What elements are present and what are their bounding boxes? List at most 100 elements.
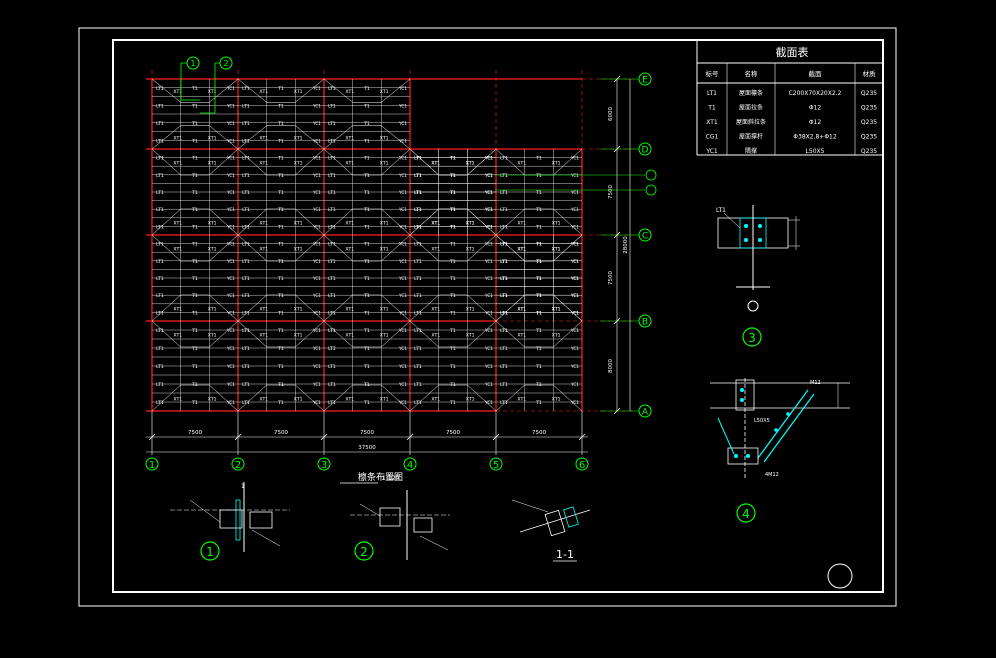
tie-label: T1 — [449, 190, 456, 196]
purlin-label: LT1 — [414, 276, 422, 282]
diagonal-brace — [151, 234, 239, 262]
bolt — [744, 238, 748, 242]
bolt — [758, 224, 762, 228]
diagonal-brace — [409, 234, 497, 262]
s11-purlin — [544, 509, 566, 537]
tie-label: T1 — [191, 121, 198, 127]
brace-label: XT1 — [259, 136, 268, 142]
post-label: YC1 — [312, 190, 321, 195]
brace-label: XT1 — [294, 89, 303, 95]
tie-label: T1 — [277, 276, 284, 282]
post-label: YC1 — [312, 364, 321, 369]
dim-tick — [406, 433, 414, 441]
post-label: YC1 — [398, 293, 407, 298]
tie-label: T1 — [191, 207, 198, 213]
brace-label: XT1 — [380, 136, 389, 142]
purlin-label: LT1 — [500, 276, 508, 282]
purlin-label: LT1 — [242, 224, 250, 230]
post-label: YC1 — [226, 207, 235, 212]
brace-label: XT1 — [466, 307, 475, 313]
post-label: YC1 — [312, 156, 321, 161]
brace-label: XT1 — [380, 161, 389, 167]
purlin-label: LT1 — [242, 86, 250, 92]
diagonal-brace — [237, 384, 325, 412]
diagonal-brace — [409, 294, 497, 322]
tie-label: T1 — [191, 382, 198, 388]
purlin-label: LT1 — [328, 173, 336, 179]
diagonal-brace — [409, 148, 497, 176]
post-label: YC1 — [226, 364, 235, 369]
bolt — [786, 412, 790, 416]
post-label: YC1 — [484, 328, 493, 333]
tie-label: T1 — [449, 173, 456, 179]
purlin-label: LT1 — [242, 293, 250, 299]
leader — [189, 499, 221, 523]
post-label: YC1 — [312, 121, 321, 126]
purlin-label: LT1 — [156, 328, 164, 334]
purlin-label: LT1 — [242, 259, 250, 265]
tie-label: T1 — [363, 259, 370, 265]
post-label: YC1 — [484, 156, 493, 161]
detail-1-callout: 1 — [206, 545, 214, 559]
purlin-label: LT1 — [500, 207, 508, 213]
purlin-label: LT1 — [156, 259, 164, 265]
purlin-label: LT1 — [500, 400, 508, 406]
tie-label: T1 — [363, 156, 370, 162]
purlin-label: LT1 — [500, 242, 508, 248]
purlin-label: LT1 — [156, 242, 164, 248]
tie-label: T1 — [277, 156, 284, 162]
tie-label: T1 — [277, 190, 284, 196]
post-label: YC1 — [312, 276, 321, 281]
purlin-label: LT1 — [156, 190, 164, 196]
d4-note-m12: M12 — [810, 380, 821, 386]
table-cell: YC1 — [705, 148, 718, 155]
table-cell: C200X70X20X2.2 — [789, 90, 842, 97]
total-span-label: 37500 — [358, 445, 376, 451]
purlin-label: LT1 — [500, 242, 508, 248]
tie-label: T1 — [277, 328, 284, 334]
tie-label: T1 — [191, 224, 198, 230]
d4-brace-left — [717, 417, 735, 455]
tie-label: T1 — [277, 346, 284, 352]
brace-label: XT1 — [345, 333, 354, 339]
post-label: YC1 — [226, 173, 235, 178]
post-label: YC1 — [484, 310, 493, 315]
detail-3: LT1 3 — [716, 205, 800, 347]
purlin-label: LT1 — [500, 346, 508, 352]
brace-label: XT1 — [431, 221, 440, 227]
purlin-label: LT1 — [500, 224, 508, 230]
brace-label: XT1 — [208, 136, 217, 142]
purlin-label: LT1 — [328, 156, 336, 162]
detail-4: M12 L50X5 4M12 4 — [710, 378, 850, 523]
purlin-label: LT1 — [414, 224, 422, 230]
detail-2: 2 — [350, 490, 450, 561]
post-label: YC1 — [484, 190, 493, 195]
brace-label: XT1 — [431, 333, 440, 339]
brace-label: XT1 — [466, 221, 475, 227]
post-label: YC1 — [484, 207, 493, 212]
brace-label: XT1 — [345, 247, 354, 253]
post-label: YC1 — [398, 207, 407, 212]
brace-label: XT1 — [552, 161, 561, 167]
diagonal-brace — [495, 294, 583, 322]
post-label: YC1 — [312, 86, 321, 91]
tie-label: T1 — [363, 310, 370, 316]
post-label: YC1 — [484, 224, 493, 229]
diagonal-brace — [237, 234, 325, 262]
tie-label: T1 — [277, 259, 284, 265]
post-label: YC1 — [312, 328, 321, 333]
marker-2-leader — [200, 62, 220, 114]
brace-label: XT1 — [380, 247, 389, 253]
detail-4-callout: 4 — [742, 507, 750, 521]
brace-label: XT1 — [259, 161, 268, 167]
post-label: YC1 — [570, 293, 579, 298]
tie-label: T1 — [449, 328, 456, 334]
brace-label: XT1 — [294, 333, 303, 339]
diagonal-brace — [409, 208, 497, 236]
tie-label: T1 — [277, 121, 284, 127]
bolt — [744, 224, 748, 228]
dim-tick — [492, 433, 500, 441]
tie-label: T1 — [535, 346, 542, 352]
purlin-label: LT1 — [500, 259, 508, 265]
